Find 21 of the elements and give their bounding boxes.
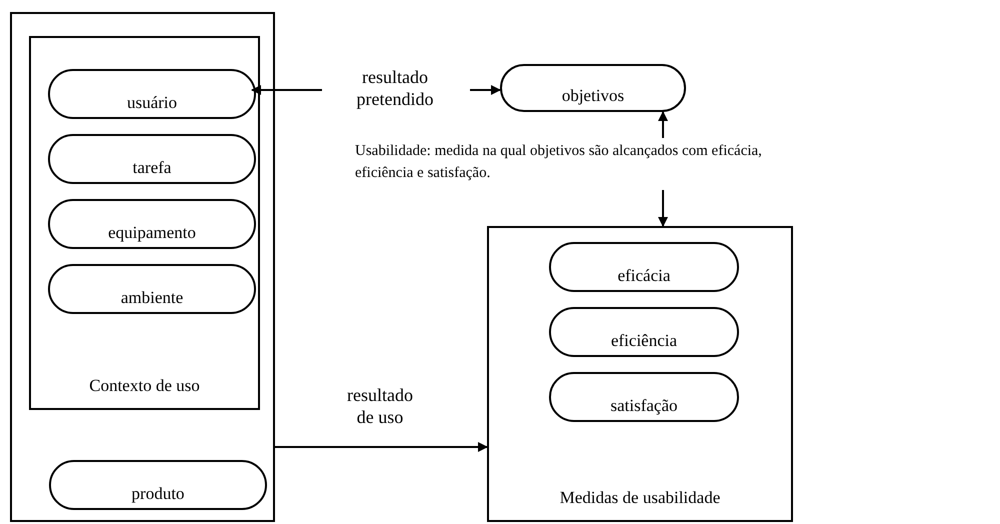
box-title: Medidas de usabilidade: [558, 486, 722, 508]
arrow: [658, 190, 668, 227]
rounded-box: eficiência: [549, 307, 739, 357]
arrow: [251, 85, 322, 95]
rounded-box: satisfação: [549, 372, 739, 422]
container-box: [10, 12, 275, 522]
rounded-box: usuário: [48, 69, 256, 119]
box-title: Contexto de uso: [88, 374, 201, 396]
arrow: [470, 85, 501, 95]
flow-label: resultado pretendido: [330, 66, 460, 114]
rounded-box: ambiente: [48, 264, 256, 314]
container-box: [29, 36, 260, 410]
rounded-box: objetivos: [500, 64, 686, 112]
arrow: [275, 442, 488, 452]
rounded-box: eficácia: [549, 242, 739, 292]
rounded-box: produto: [49, 460, 267, 510]
arrow: [658, 111, 668, 138]
rounded-box: equipamento: [48, 199, 256, 249]
container-box: [487, 226, 793, 522]
rounded-box: tarefa: [48, 134, 256, 184]
definition-text: Usabilidade: medida na qual objetivos são alcançados com eficácia, eficiência e satisfação.: [355, 140, 800, 188]
